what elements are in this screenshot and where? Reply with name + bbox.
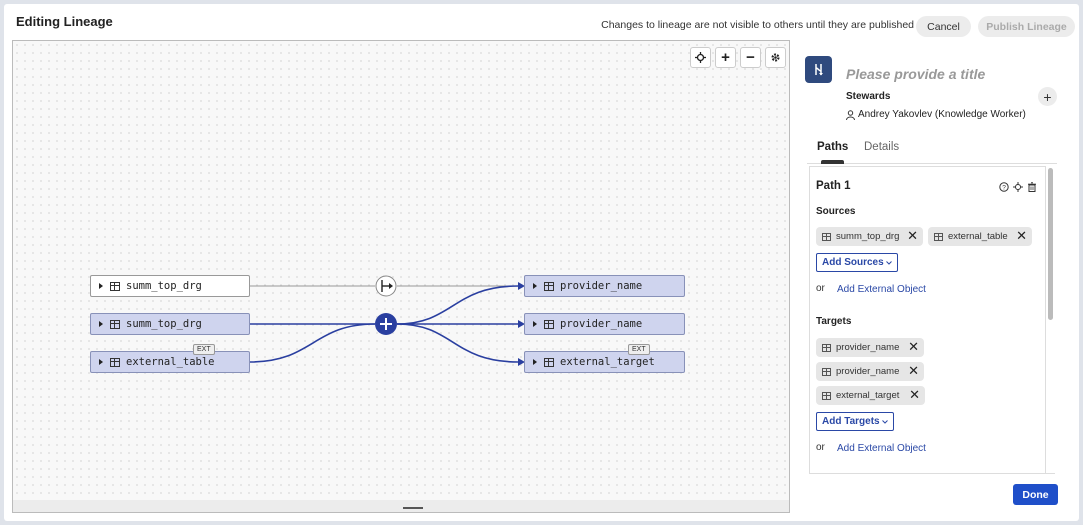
crosshair-icon[interactable] [690, 47, 711, 68]
path-card: Path 1 ? Sources summ_top_drg ✕ external… [809, 166, 1046, 473]
add-targets-button[interactable]: Add Targets [816, 412, 894, 431]
arrow-target3 [518, 358, 525, 366]
add-junction-icon[interactable] [375, 313, 397, 335]
table-icon [822, 391, 831, 400]
node-source-external-table[interactable]: EXT external_table [90, 344, 250, 373]
expand-caret-icon[interactable] [99, 283, 103, 289]
expand-caret-icon[interactable] [533, 283, 537, 289]
trash-icon[interactable] [1027, 182, 1037, 192]
add-sources-button[interactable]: Add Sources [816, 253, 898, 272]
lineage-icon [805, 56, 832, 83]
table-icon [544, 319, 554, 329]
active-tab-indicator [821, 160, 844, 164]
user-icon [846, 109, 855, 120]
table-icon [822, 367, 831, 376]
zoom-out-icon[interactable]: − [740, 47, 761, 68]
path-actions: ? [999, 182, 1037, 192]
chevron-down-icon [885, 260, 892, 265]
add-external-source-link[interactable]: Add External Object [837, 284, 926, 295]
path-title: Path 1 [816, 180, 851, 192]
steward-item: Andrey Yakovlev (Knowledge Worker) [846, 109, 1026, 120]
or-label: or [816, 283, 825, 294]
chevron-down-icon [881, 419, 888, 424]
ext-badge: EXT [193, 344, 215, 355]
source-chip: summ_top_drg ✕ [816, 227, 923, 246]
node-source-summ-top-drg[interactable]: summ_top_drg [90, 313, 250, 335]
target-chip: provider_name ✕ [816, 338, 924, 357]
expand-caret-icon[interactable] [533, 359, 537, 365]
zoom-in-icon[interactable]: + [715, 47, 736, 68]
target-chip: external_target ✕ [816, 386, 925, 405]
table-icon [822, 232, 831, 241]
arrow-target2 [518, 320, 525, 328]
panel-scrollbar[interactable] [1048, 168, 1053, 320]
svg-text:?: ? [1002, 185, 1006, 192]
targets-label: Targets [816, 316, 852, 327]
sources-label: Sources [816, 206, 856, 217]
node-source-summ-top-drg-plain[interactable]: summ_top_drg [90, 275, 250, 297]
ext-badge: EXT [628, 344, 650, 355]
remove-target-icon[interactable]: ✕ [909, 387, 920, 402]
page-title: Editing Lineage [16, 14, 113, 29]
side-panel: Please provide a title Stewards + Andrey… [792, 40, 1075, 517]
node-target-external-target[interactable]: EXT external_target [524, 344, 685, 373]
table-icon [110, 357, 120, 367]
table-icon [110, 281, 120, 291]
add-steward-button[interactable]: + [1038, 87, 1057, 106]
edge-to-target3 [396, 323, 519, 363]
or-label: or [816, 442, 825, 453]
title-input[interactable]: Please provide a title [846, 66, 986, 82]
expand-caret-icon[interactable] [533, 321, 537, 327]
transform-node-icon[interactable] [375, 275, 397, 297]
remove-target-icon[interactable]: ✕ [908, 363, 919, 378]
panel-divider [809, 473, 1055, 474]
target-chip: provider_name ✕ [816, 362, 924, 381]
source-chip: external_table ✕ [928, 227, 1032, 246]
expand-caret-icon[interactable] [99, 359, 103, 365]
publish-lineage-button[interactable]: Publish Lineage [978, 16, 1075, 37]
edge-src-ext [249, 323, 376, 363]
gear-icon[interactable] [765, 47, 786, 68]
tab-details[interactable]: Details [864, 141, 900, 153]
canvas-bottom-bar [13, 500, 789, 512]
cancel-button[interactable]: Cancel [916, 16, 971, 37]
remove-source-icon[interactable]: ✕ [1016, 228, 1027, 243]
lineage-edges [249, 275, 525, 366]
tabs-divider [807, 163, 1057, 164]
node-target-provider-name-2[interactable]: provider_name [524, 313, 685, 335]
expand-caret-icon[interactable] [99, 321, 103, 327]
table-icon [544, 357, 554, 367]
lineage-canvas[interactable]: + − summ_top_drg summ_top_drg EXT extern… [12, 40, 790, 513]
resize-handle[interactable] [403, 507, 423, 509]
arrow-target1 [518, 282, 525, 290]
done-button[interactable]: Done [1013, 484, 1058, 505]
table-icon [544, 281, 554, 291]
stewards-label: Stewards [846, 91, 891, 102]
help-icon[interactable]: ? [999, 182, 1009, 192]
edge-to-target1 [396, 285, 519, 325]
locate-icon[interactable] [1013, 182, 1023, 192]
add-external-target-link[interactable]: Add External Object [837, 443, 926, 454]
remove-source-icon[interactable]: ✕ [907, 228, 918, 243]
publish-notice: Changes to lineage are not visible to ot… [601, 19, 914, 31]
table-icon [110, 319, 120, 329]
remove-target-icon[interactable]: ✕ [908, 339, 919, 354]
tab-paths[interactable]: Paths [817, 141, 849, 153]
node-target-provider-name-1[interactable]: provider_name [524, 275, 685, 297]
table-icon [822, 343, 831, 352]
table-icon [934, 232, 943, 241]
